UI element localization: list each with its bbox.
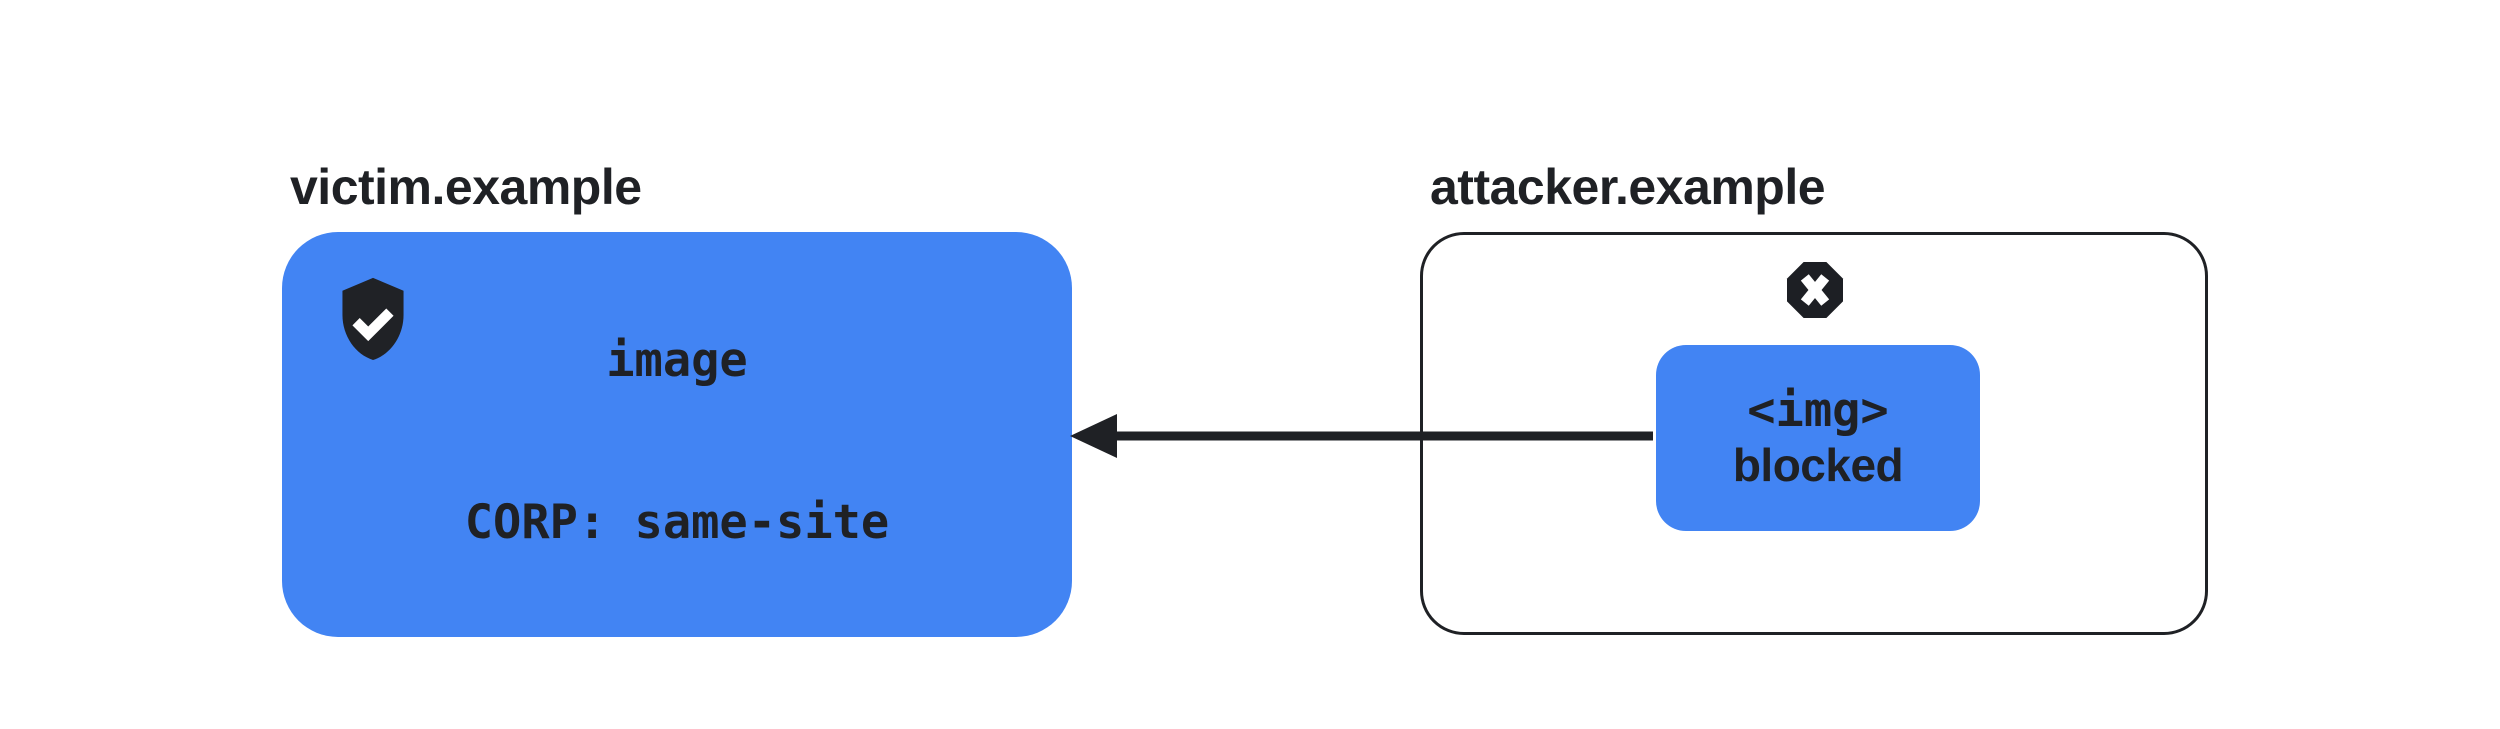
img-tag-text: <img>: [1747, 383, 1889, 438]
victim-resource-box: image CORP: same-site: [282, 232, 1072, 637]
blocked-text: blocked: [1732, 439, 1904, 491]
blocked-request-arrow-icon: [1070, 412, 1653, 460]
attacker-domain-title: attacker.example: [1430, 159, 1826, 215]
resource-type-text: image: [606, 332, 748, 388]
shield-check-icon: [328, 272, 418, 364]
victim-domain-title: victim.example: [290, 159, 642, 215]
victim-resource-label: image CORP: same-site: [465, 226, 889, 658]
corp-header-text: CORP: same-site: [464, 494, 890, 550]
img-request-box: <img> blocked: [1656, 345, 1980, 531]
blocked-octagon-x-icon: [1780, 255, 1850, 325]
